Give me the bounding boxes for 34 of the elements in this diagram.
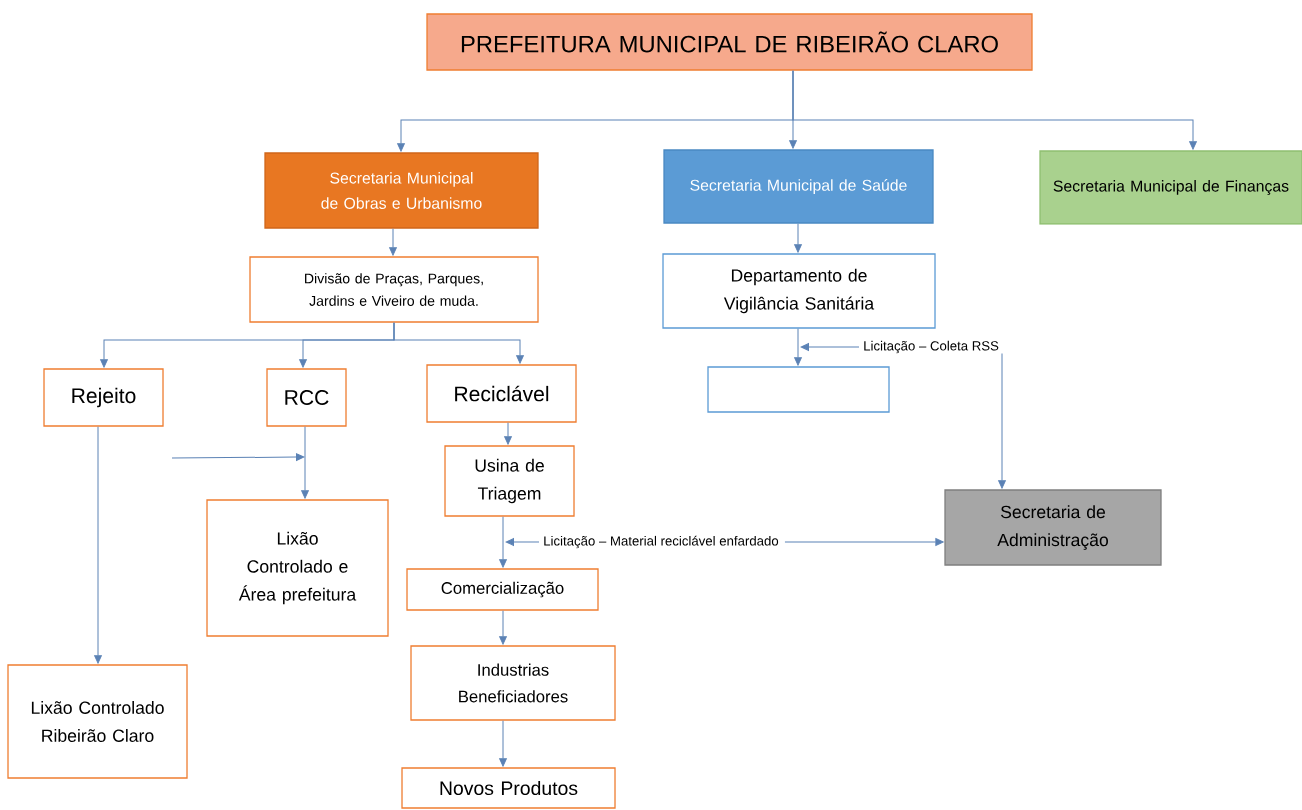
arrow xyxy=(499,720,507,767)
org-box: Industrias Beneficiadores xyxy=(410,645,616,721)
arrow xyxy=(499,610,507,645)
org-box: Comercialização xyxy=(406,568,599,611)
annotation-text: Licitação – Material reciclável enfardado xyxy=(544,535,779,549)
org-box: Novos Produtos xyxy=(401,767,616,809)
arrow xyxy=(389,228,397,256)
org-box: Departamento de Vigilância Sanitária xyxy=(662,253,936,329)
arrow xyxy=(301,426,309,499)
arrow xyxy=(794,223,802,253)
arrow xyxy=(505,538,540,546)
org-box: Secretaria de Administração xyxy=(944,489,1162,566)
org-box: Secretaria Municipal de Obras e Urbanismo xyxy=(264,152,539,229)
org-box: Divisão de Praças, Parques, Jardins e Viveiro de muda. xyxy=(249,256,539,323)
org-box: RCC xyxy=(266,368,347,427)
arrow xyxy=(800,343,860,351)
org-box: Secretaria Municipal de Saúde xyxy=(663,149,934,224)
arrow xyxy=(504,422,512,445)
org-box: Secretaria Municipal de Finanças xyxy=(1039,150,1302,225)
org-box: Usina de Triagem xyxy=(444,445,575,517)
org-box: Lixão Controlado e Área prefeitura xyxy=(206,499,389,637)
org-box: Reciclável xyxy=(426,364,577,423)
org-box: PREFEITURA MUNICIPAL DE RIBEIRÃO CLARO xyxy=(426,13,1033,71)
org-box xyxy=(707,366,890,413)
arrow xyxy=(393,322,524,364)
org-box: Rejeito xyxy=(43,368,164,427)
arrow xyxy=(499,516,507,568)
annotation-text: Licitação – Coleta RSS xyxy=(864,340,999,354)
arrow xyxy=(998,352,1006,489)
arrow xyxy=(794,328,802,366)
org-box: Lixão Controlado Ribeirão Claro xyxy=(7,664,188,779)
arrow xyxy=(94,426,102,664)
arrow xyxy=(784,538,944,546)
arrow xyxy=(792,70,1197,150)
